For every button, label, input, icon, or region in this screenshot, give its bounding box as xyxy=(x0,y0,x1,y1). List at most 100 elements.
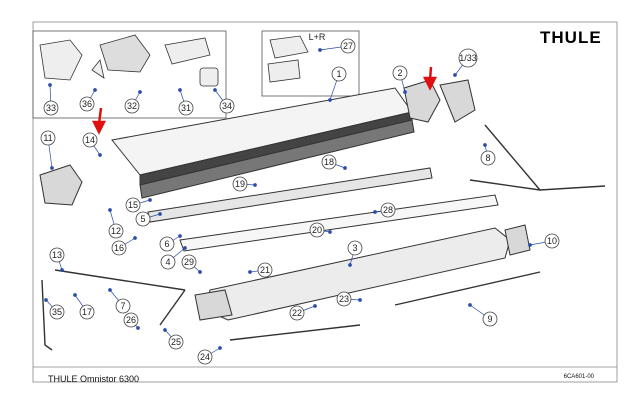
leader-dot xyxy=(98,153,102,157)
callout-16: 16 xyxy=(111,240,127,256)
leader-dot xyxy=(218,346,222,350)
leader-dot xyxy=(178,234,182,238)
leader-dot xyxy=(183,246,187,250)
callout-label: 5 xyxy=(140,214,145,224)
callout-33: 33 xyxy=(43,100,59,116)
callout-label: 23 xyxy=(339,294,349,304)
leader-dot xyxy=(328,98,332,102)
callout-label: 36 xyxy=(82,99,92,109)
callout-label: 20 xyxy=(312,225,322,235)
callout-label: 35 xyxy=(52,307,62,317)
product-title: THULE Omnistor 6300 xyxy=(48,374,140,384)
callout-label: 3 xyxy=(352,243,357,253)
leader-dot xyxy=(50,166,54,170)
callout-label: 19 xyxy=(235,179,245,189)
callout-6: 6 xyxy=(159,236,175,252)
end-caps xyxy=(39,79,531,321)
callout-22: 22 xyxy=(289,305,305,321)
leader-dot xyxy=(198,270,202,274)
callout-2: 2 xyxy=(392,65,408,81)
callout-label: 13 xyxy=(52,250,62,260)
leader-dot xyxy=(158,212,162,216)
leader-dot xyxy=(213,88,217,92)
callout-29: 29 xyxy=(181,254,197,270)
callout-14: 14 xyxy=(82,132,98,148)
leader-dot xyxy=(453,73,457,77)
bracket-inset-box xyxy=(261,30,360,97)
callout-26: 26 xyxy=(123,312,139,328)
highlight-arrows xyxy=(91,66,438,135)
callout-17: 17 xyxy=(79,304,95,320)
support-arms xyxy=(41,124,606,351)
callout-label: 27 xyxy=(343,41,353,51)
callout-label: 24 xyxy=(200,352,210,362)
callout-4: 4 xyxy=(160,254,176,270)
leader-dot xyxy=(138,90,142,94)
callout-36: 36 xyxy=(79,96,95,112)
callout-3: 3 xyxy=(347,240,363,256)
callout-10: 10 xyxy=(544,233,560,249)
leader-dot xyxy=(48,83,52,87)
leader-dot xyxy=(313,304,317,308)
drawing-code: 6CA601-00 xyxy=(563,374,594,380)
callout-1: 1 xyxy=(331,66,347,82)
callout-label: 12 xyxy=(111,226,121,236)
leader-dot xyxy=(178,88,182,92)
leader-dot xyxy=(483,143,487,147)
callout-11: 11 xyxy=(40,130,56,146)
leader-dot xyxy=(403,90,407,94)
callout-label: 31 xyxy=(181,103,191,113)
callout-label: 22 xyxy=(292,308,302,318)
leader-dot xyxy=(60,268,64,272)
callout-28: 28 xyxy=(380,202,396,218)
leader-dot xyxy=(44,298,48,302)
callout-label: 6 xyxy=(164,239,169,249)
thule-logo: THULE xyxy=(540,28,602,47)
callout-label: 34 xyxy=(222,101,232,111)
callout-label: 33 xyxy=(46,103,56,113)
callout-label: L+R xyxy=(309,32,326,42)
callout-label: 11 xyxy=(43,133,52,143)
leader-dot xyxy=(318,48,322,52)
callout-label: 7 xyxy=(120,301,125,311)
callout-label: 29 xyxy=(184,257,194,267)
callout-9: 9 xyxy=(482,311,498,327)
callout-label: 21 xyxy=(260,265,270,275)
callout-label: 32 xyxy=(127,101,137,111)
leader-dot xyxy=(163,328,167,332)
callout-35: 35 xyxy=(49,304,65,320)
callout-label: 25 xyxy=(171,337,181,347)
leader-dot xyxy=(328,230,332,234)
callout-label: 15 xyxy=(128,200,138,210)
leader-dot xyxy=(343,166,347,170)
callout-label: 2 xyxy=(397,68,402,78)
callout-12: 12 xyxy=(108,223,124,239)
callout-label: 26 xyxy=(126,315,136,325)
leader-dot xyxy=(253,183,257,187)
accessory-inset-box xyxy=(32,30,227,119)
callout-19: 19 xyxy=(232,176,248,192)
callout-L-R: L+R xyxy=(309,32,326,42)
callout-15: 15 xyxy=(125,197,141,213)
callout-25: 25 xyxy=(168,334,184,350)
callout-label: 1/33 xyxy=(459,53,477,63)
callout-label: 4 xyxy=(165,257,170,267)
callout-18: 18 xyxy=(321,154,337,170)
leader-dot xyxy=(133,236,137,240)
leader-dot xyxy=(93,88,97,92)
callout-label: 14 xyxy=(85,135,95,145)
leader-dot xyxy=(108,288,112,292)
callout-24: 24 xyxy=(197,349,213,365)
callout-32: 32 xyxy=(124,98,140,114)
callout-13: 13 xyxy=(49,247,65,263)
leader-dot xyxy=(148,198,152,202)
callout-34: 34 xyxy=(219,98,235,114)
bracket-parts-sketch xyxy=(267,35,309,83)
leader-dot xyxy=(348,263,352,267)
callout-7: 7 xyxy=(115,298,131,314)
leader-dot xyxy=(373,210,377,214)
callout-21: 21 xyxy=(257,262,273,278)
callout-label: 17 xyxy=(82,307,92,317)
